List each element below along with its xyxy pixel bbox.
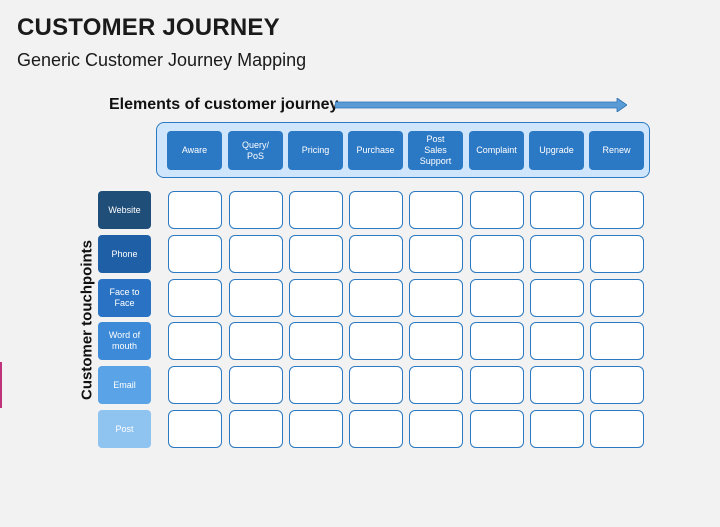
page-subtitle: Generic Customer Journey Mapping: [17, 50, 307, 70]
grid-cell[interactable]: [590, 410, 644, 448]
touchpoint-1: Phone: [98, 235, 151, 273]
grid-cell[interactable]: [530, 366, 584, 404]
grid-cell[interactable]: [229, 279, 283, 317]
touchpoint-2: Face to Face: [98, 279, 151, 317]
touchpoint-3: Word of mouth: [98, 322, 151, 360]
grid-cell[interactable]: [229, 322, 283, 360]
grid-cell[interactable]: [409, 279, 463, 317]
grid-cell[interactable]: [470, 191, 524, 229]
grid-cell[interactable]: [590, 279, 644, 317]
grid-cell[interactable]: [349, 235, 403, 273]
grid-cell[interactable]: [409, 191, 463, 229]
grid-cell[interactable]: [349, 322, 403, 360]
grid-cell[interactable]: [590, 366, 644, 404]
elements-heading: Elements of customer journey: [109, 96, 339, 113]
stage-5: Complaint: [469, 131, 524, 170]
grid-cell[interactable]: [590, 235, 644, 273]
grid-cell[interactable]: [168, 191, 222, 229]
grid-cell[interactable]: [530, 410, 584, 448]
touchpoint-0: Website: [98, 191, 151, 229]
grid-cell[interactable]: [289, 235, 343, 273]
grid-cell[interactable]: [349, 366, 403, 404]
grid-cell[interactable]: [229, 366, 283, 404]
grid-cell[interactable]: [229, 410, 283, 448]
grid-cell[interactable]: [530, 322, 584, 360]
grid-cell[interactable]: [168, 366, 222, 404]
grid-cell[interactable]: [229, 191, 283, 229]
grid-cell[interactable]: [349, 279, 403, 317]
grid-cell[interactable]: [409, 235, 463, 273]
grid-cell[interactable]: [349, 191, 403, 229]
grid-cell[interactable]: [409, 322, 463, 360]
grid-cell[interactable]: [409, 410, 463, 448]
grid-cell[interactable]: [470, 279, 524, 317]
grid-cell[interactable]: [530, 191, 584, 229]
grid-cell[interactable]: [530, 279, 584, 317]
grid-cell[interactable]: [590, 191, 644, 229]
touchpoint-5: Post: [98, 410, 151, 448]
edge-mark: [0, 362, 2, 408]
stage-3: Purchase: [348, 131, 403, 170]
grid-cell[interactable]: [168, 410, 222, 448]
page-title: CUSTOMER JOURNEY: [17, 14, 280, 41]
grid-cell[interactable]: [470, 366, 524, 404]
grid-cell[interactable]: [168, 279, 222, 317]
grid-cell[interactable]: [470, 322, 524, 360]
grid-cell[interactable]: [590, 322, 644, 360]
grid-cell[interactable]: [289, 410, 343, 448]
grid-cell[interactable]: [470, 235, 524, 273]
stage-2: Pricing: [288, 131, 343, 170]
grid-cell[interactable]: [168, 322, 222, 360]
touchpoints-heading: Customer touchpoints: [78, 240, 96, 400]
grid-cell[interactable]: [168, 235, 222, 273]
grid-cell[interactable]: [289, 191, 343, 229]
grid-cell[interactable]: [349, 410, 403, 448]
stage-0: Aware: [167, 131, 222, 170]
grid-cell[interactable]: [289, 322, 343, 360]
right-arrow-icon: [335, 98, 627, 112]
grid-cell[interactable]: [409, 366, 463, 404]
grid-cell[interactable]: [530, 235, 584, 273]
grid-cell[interactable]: [289, 366, 343, 404]
grid-cell[interactable]: [289, 279, 343, 317]
stage-7: Renew: [589, 131, 644, 170]
grid-cell[interactable]: [470, 410, 524, 448]
grid-cell[interactable]: [229, 235, 283, 273]
stage-6: Upgrade: [529, 131, 584, 170]
touchpoint-4: Email: [98, 366, 151, 404]
stage-4: Post Sales Support: [408, 131, 463, 170]
stage-1: Query/ PoS: [228, 131, 283, 170]
